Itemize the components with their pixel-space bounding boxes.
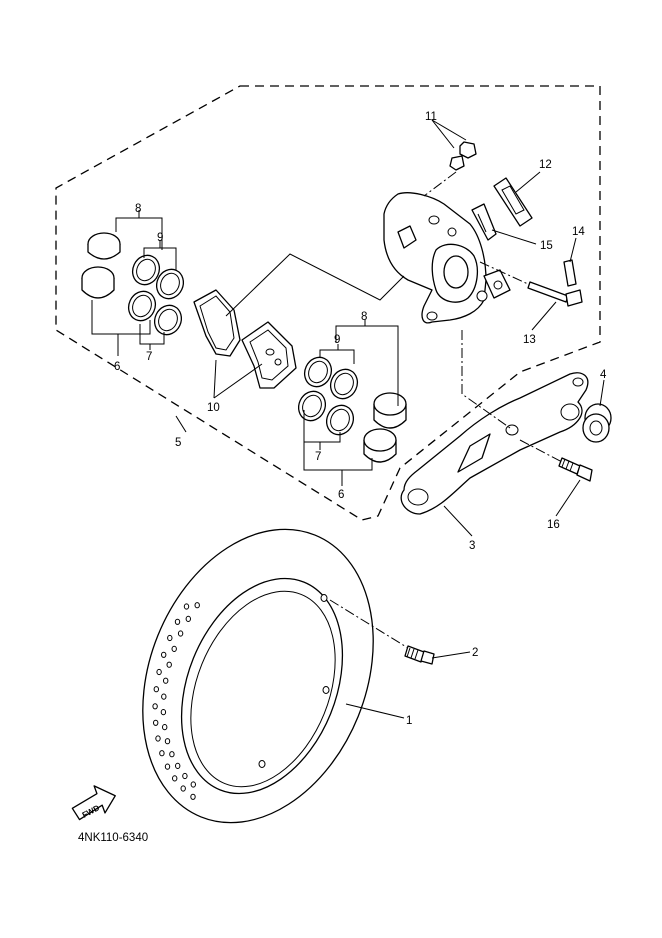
disc-vent-hole [185,615,192,623]
callout-16: 16 [547,519,560,531]
caliper-bracket [400,372,589,515]
caliper-assembly-boundary [55,85,601,521]
disc-vent-hole [175,762,181,770]
disc-mount-hole [320,594,328,602]
disc-vent-hole [183,603,190,610]
disc-vent-hole [180,785,186,792]
callout-15: 15 [540,240,553,252]
disc-vent-hole [152,703,158,710]
disc-vent-hole [194,602,200,609]
callout-10: 10 [207,402,220,414]
piston-right-upper [373,392,407,429]
piston-seal-inner [308,360,328,384]
seal-group-left [127,254,185,336]
piston-seal-inner [158,308,178,332]
callout-lines [91,119,605,719]
brake-pad-right [241,321,297,389]
bolt-axis-line [329,599,409,649]
piston-seal-inner [302,394,322,418]
piston-left-upper [87,232,121,260]
disc-vent-hole [177,630,184,637]
disc-vent-hole [171,645,177,653]
bracket-bolt [558,457,593,482]
pad-spring [493,177,533,227]
pin-clip [563,259,577,287]
disc-vent-hole [162,724,168,731]
disc-vent-hole [163,677,169,684]
disc-vent-hole [172,775,178,782]
callout-14: 14 [572,226,585,238]
pad-pin-clip [471,203,497,241]
pad-pin-axis [479,261,529,285]
piston-seal-inner [132,294,152,318]
brake-pad-left [193,289,241,357]
disc-vent-hole [174,618,181,625]
callout-6-left: 6 [114,361,120,373]
pads-to-caliper-leader [225,253,405,317]
brake-disc [142,528,374,824]
disc-vent-hole [161,651,167,658]
callout-3: 3 [469,540,475,552]
bracket-axis-line [461,330,511,429]
disc-vent-hole [182,772,188,780]
disc-vent-hole [169,751,175,758]
bracket-bolt-axis [519,439,563,463]
disc-vent-hole [166,661,172,668]
disc-vent-hole [164,738,171,745]
bleed-screw [449,141,477,171]
callout-13: 13 [523,334,536,346]
disc-vent-hole [153,686,160,693]
caliper-body [383,192,511,324]
callout-4: 4 [600,369,607,381]
disc-vent-hole [190,781,197,788]
callout-9-right: 9 [334,334,340,346]
disc-vent-hole [161,693,167,700]
disc-vent-hole [155,735,161,742]
piston-left-lower [81,266,115,299]
disc-vent-hole [167,634,173,642]
callout-7-right: 7 [315,451,321,463]
collar [582,403,612,443]
disc-mount-hole [258,760,266,768]
piston-seal-inner [330,408,350,432]
callout-11: 11 [425,111,437,123]
bleed-screw-axis [423,171,457,197]
fwd-arrow-icon: FWD [71,785,116,821]
piston-seal-inner [136,258,156,282]
callout-12: 12 [539,159,552,171]
disc-bolt [404,645,435,665]
callout-8-right: 8 [361,311,367,323]
callout-5: 5 [175,437,181,449]
piston-seal-inner [334,372,354,396]
disc-vent-hole [156,668,162,676]
callout-1: 1 [406,715,412,727]
disc-vent-hole [153,719,159,726]
callout-7-left: 7 [146,351,152,363]
callout-8-left: 8 [135,203,141,215]
callout-9-left: 9 [157,232,163,244]
disc-vent-hole [190,793,196,800]
disc-vent-hole [164,763,171,770]
callout-6-right: 6 [338,489,344,501]
piston-seal-inner [160,272,180,296]
disc-vent-hole [159,750,165,757]
seal-group-right [297,356,359,436]
piston-right-lower [363,428,397,463]
callout-2: 2 [472,647,478,659]
diagram-code: 4NK110-6340 [78,832,149,844]
disc-vent-hole [160,709,167,716]
pad-pin [527,281,583,307]
disc-mount-hole [322,686,330,694]
